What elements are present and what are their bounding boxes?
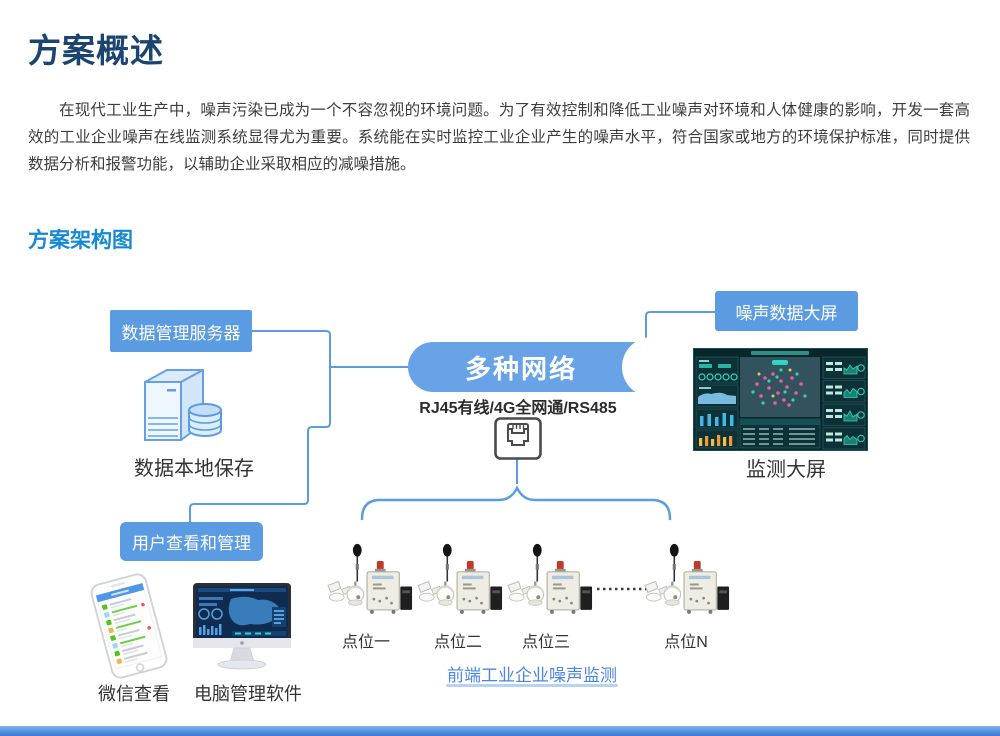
user-label-box: 用户查看和管理 [120, 522, 263, 561]
pc-caption: 电脑管理软件 [194, 684, 302, 704]
brace [360, 485, 672, 521]
point-label-2: 点位二 [433, 634, 482, 651]
network-caption: RJ45有线/4G全网通/RS485 [419, 400, 617, 417]
dashboard-screenshot [693, 348, 868, 451]
frontend-underline [446, 684, 618, 687]
noise-device-n [643, 542, 731, 615]
cloud-notch [622, 337, 682, 397]
user-label: 用户查看和管理 [132, 534, 251, 553]
server-label-box: 数据管理服务器 [110, 310, 252, 352]
noise-device-3 [506, 542, 594, 615]
bottom-accent-bar [0, 726, 1000, 736]
wechat-caption: 微信查看 [98, 684, 170, 704]
bigscreen-label: 噪声数据大屏 [735, 303, 838, 323]
point-label-1: 点位一 [341, 634, 390, 651]
intro-paragraph: 在现代工业生产中，噪声污染已成为一个不容忽视的环境问题。为了有效控制和降低工业噪… [28, 102, 970, 173]
ethernet-jack-icon [494, 417, 542, 460]
section-title: 方案架构图 [28, 229, 133, 252]
noise-device-1 [326, 542, 414, 615]
network-cloud: 多种网络 [408, 342, 658, 392]
network-label: 多种网络 [464, 353, 577, 384]
page-title: 方案概述 [28, 32, 164, 69]
phone-icon [88, 571, 169, 681]
server-label: 数据管理服务器 [121, 323, 241, 343]
server-icon [133, 360, 228, 452]
server-caption: 数据本地保存 [134, 458, 254, 480]
bigscreen-caption: 监测大屏 [746, 459, 826, 481]
computer-icon [186, 583, 298, 671]
noise-device-2 [416, 542, 504, 615]
bigscreen-label-box: 噪声数据大屏 [715, 291, 858, 331]
frontend-caption[interactable]: 前端工业企业噪声监测 [447, 666, 617, 685]
point-label-3: 点位三 [521, 634, 570, 651]
point-label-n: 点位N [664, 634, 708, 651]
